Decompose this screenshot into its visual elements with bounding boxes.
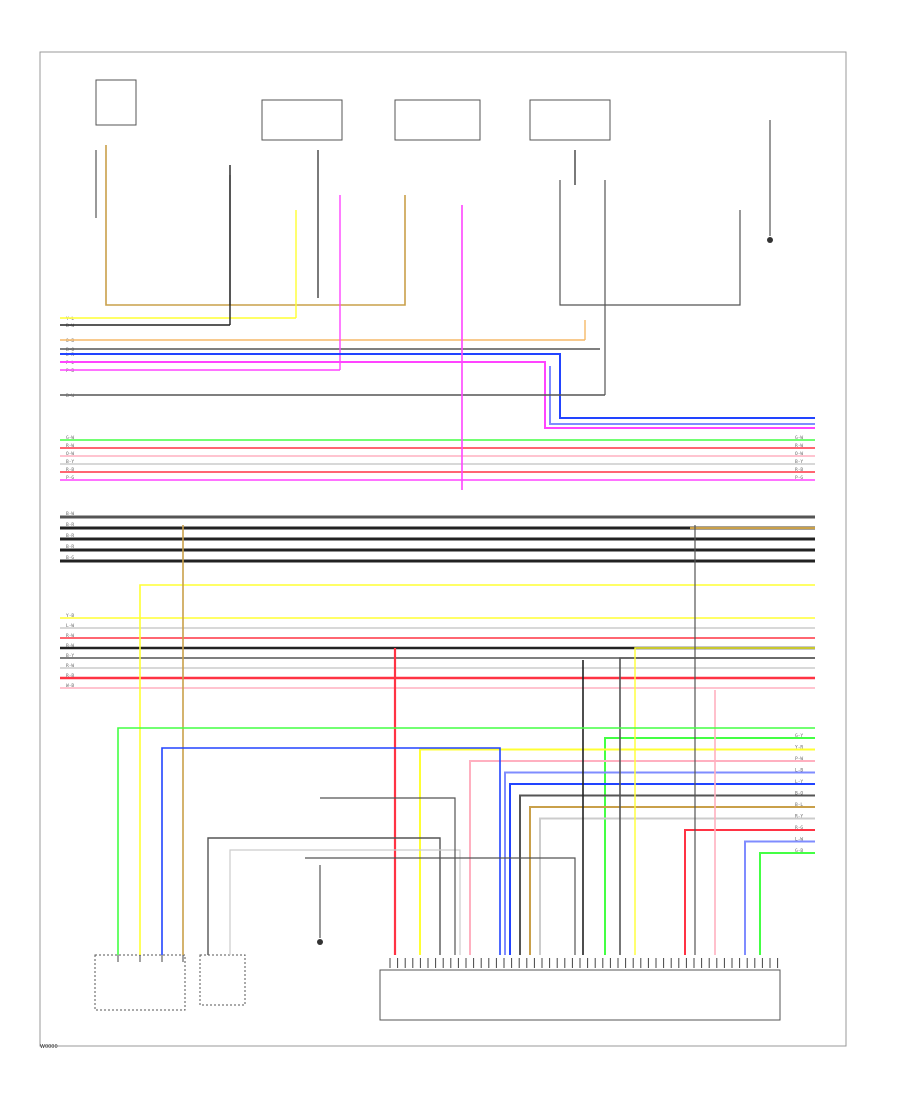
wire-sensor-gray2: [305, 857, 576, 955]
wire-code-groupA: R-W: [66, 443, 74, 449]
connector-left-2: [199, 954, 246, 1006]
wire-code-groupC: B-Y: [66, 653, 74, 659]
wire-code-left: B-W: [66, 323, 74, 329]
relay-top-2: [394, 99, 481, 141]
wire-yellow-route: [139, 584, 815, 955]
wire-code-groupC: Y-B: [66, 613, 74, 619]
wire-code-groupD: G-B: [795, 848, 803, 854]
wire-code-groupD: R-G: [795, 825, 803, 831]
ecu-block: [379, 969, 781, 1021]
wire-code-groupA: B-Y: [66, 459, 74, 465]
wire-code-groupB: B-R: [66, 533, 74, 539]
wire-groupD-8: [684, 829, 815, 955]
ground-dot-top: [767, 237, 773, 243]
wire-code-groupD: Y-R: [795, 745, 803, 751]
wire-code-groupD: L-W: [795, 837, 803, 843]
wire-groupD-2: [469, 760, 815, 955]
wire-code-groupC: R-B: [66, 673, 74, 679]
wire-code-groupC: W-B: [66, 683, 74, 689]
wire-code-groupA: O-W: [66, 451, 74, 457]
wire-top-gray2: [559, 180, 741, 306]
wire-top-tan: [105, 145, 406, 306]
connector-left: [94, 954, 186, 1011]
wire-groupD-7: [539, 817, 815, 955]
wire-code-groupD: L-B: [795, 768, 803, 774]
wire-code-groupD: R-Y: [795, 814, 803, 820]
wire-code-groupD: L-Y: [795, 779, 803, 785]
wire-groupD-1: [419, 748, 815, 955]
wire-harness-lightgray: [229, 849, 461, 955]
wire-code-groupA: G-W: [66, 435, 74, 441]
wire-groupD-6: [529, 806, 815, 955]
ground-dot-sensor: [317, 939, 323, 945]
wire-code-groupA-right: P-G: [795, 475, 803, 481]
relay-top-left: [95, 79, 137, 126]
wire-groupD-0: [604, 737, 815, 955]
wire-sensor-gray: [320, 797, 456, 955]
wire-code-groupC: R-W: [66, 633, 74, 639]
wire-code-groupA-right: G-W: [795, 435, 803, 441]
wire-code-left: O-B: [66, 338, 74, 344]
wire-code-left: B-O: [66, 347, 74, 353]
wire-blue-route2: [161, 747, 501, 955]
wire-green-route: [117, 727, 815, 955]
wire-groupD-4: [509, 783, 815, 955]
wire-code-gray: B-W: [66, 393, 74, 399]
wire-code-left: Y-L: [66, 316, 74, 322]
wire-groupD-9: [744, 840, 815, 955]
diagram-code: W0000: [40, 1044, 58, 1050]
wire-code-groupD: G-Y: [795, 733, 803, 739]
wire-groupD-3: [504, 771, 815, 955]
wire-code-groupB: B-G: [66, 555, 74, 561]
wire-code-groupC: R-W: [66, 663, 74, 669]
wire-groupD-5: [519, 794, 815, 955]
wire-code-left: P-B: [66, 368, 74, 374]
wire-code-groupA: P-G: [66, 475, 74, 481]
wire-code-groupD: B-L: [795, 802, 803, 808]
wire-code-groupA: R-B: [66, 467, 74, 473]
wire-groupD-10: [759, 852, 815, 955]
relay-top-3: [529, 99, 611, 141]
diagram-frame: [39, 51, 847, 1047]
wire-code-groupA-right: R-B: [795, 467, 803, 473]
wire-code-groupD: B-O: [795, 791, 803, 797]
static-wires: [95, 145, 741, 306]
wire-code-groupC: B-W: [66, 643, 74, 649]
wire-code-groupB: B-R: [66, 544, 74, 550]
wire-gray-drop: [619, 657, 815, 955]
wire-code-groupB: B-R: [66, 522, 74, 528]
relay-top-1: [261, 99, 343, 141]
wire-code-groupC: L-W: [66, 623, 74, 629]
wire-code-groupD: P-W: [795, 756, 803, 762]
wire-code-groupA-right: B-Y: [795, 459, 803, 465]
wire-blue-route: [60, 353, 815, 419]
wire-code-groupA-right: O-W: [795, 451, 803, 457]
wire-yellow-drop2: [634, 647, 815, 955]
wire-code-groupB: B-W: [66, 511, 74, 517]
wire-ltblue-route: [549, 366, 815, 425]
wire-harness-gray: [207, 837, 441, 955]
wire-code-groupA-right: R-W: [795, 443, 803, 449]
